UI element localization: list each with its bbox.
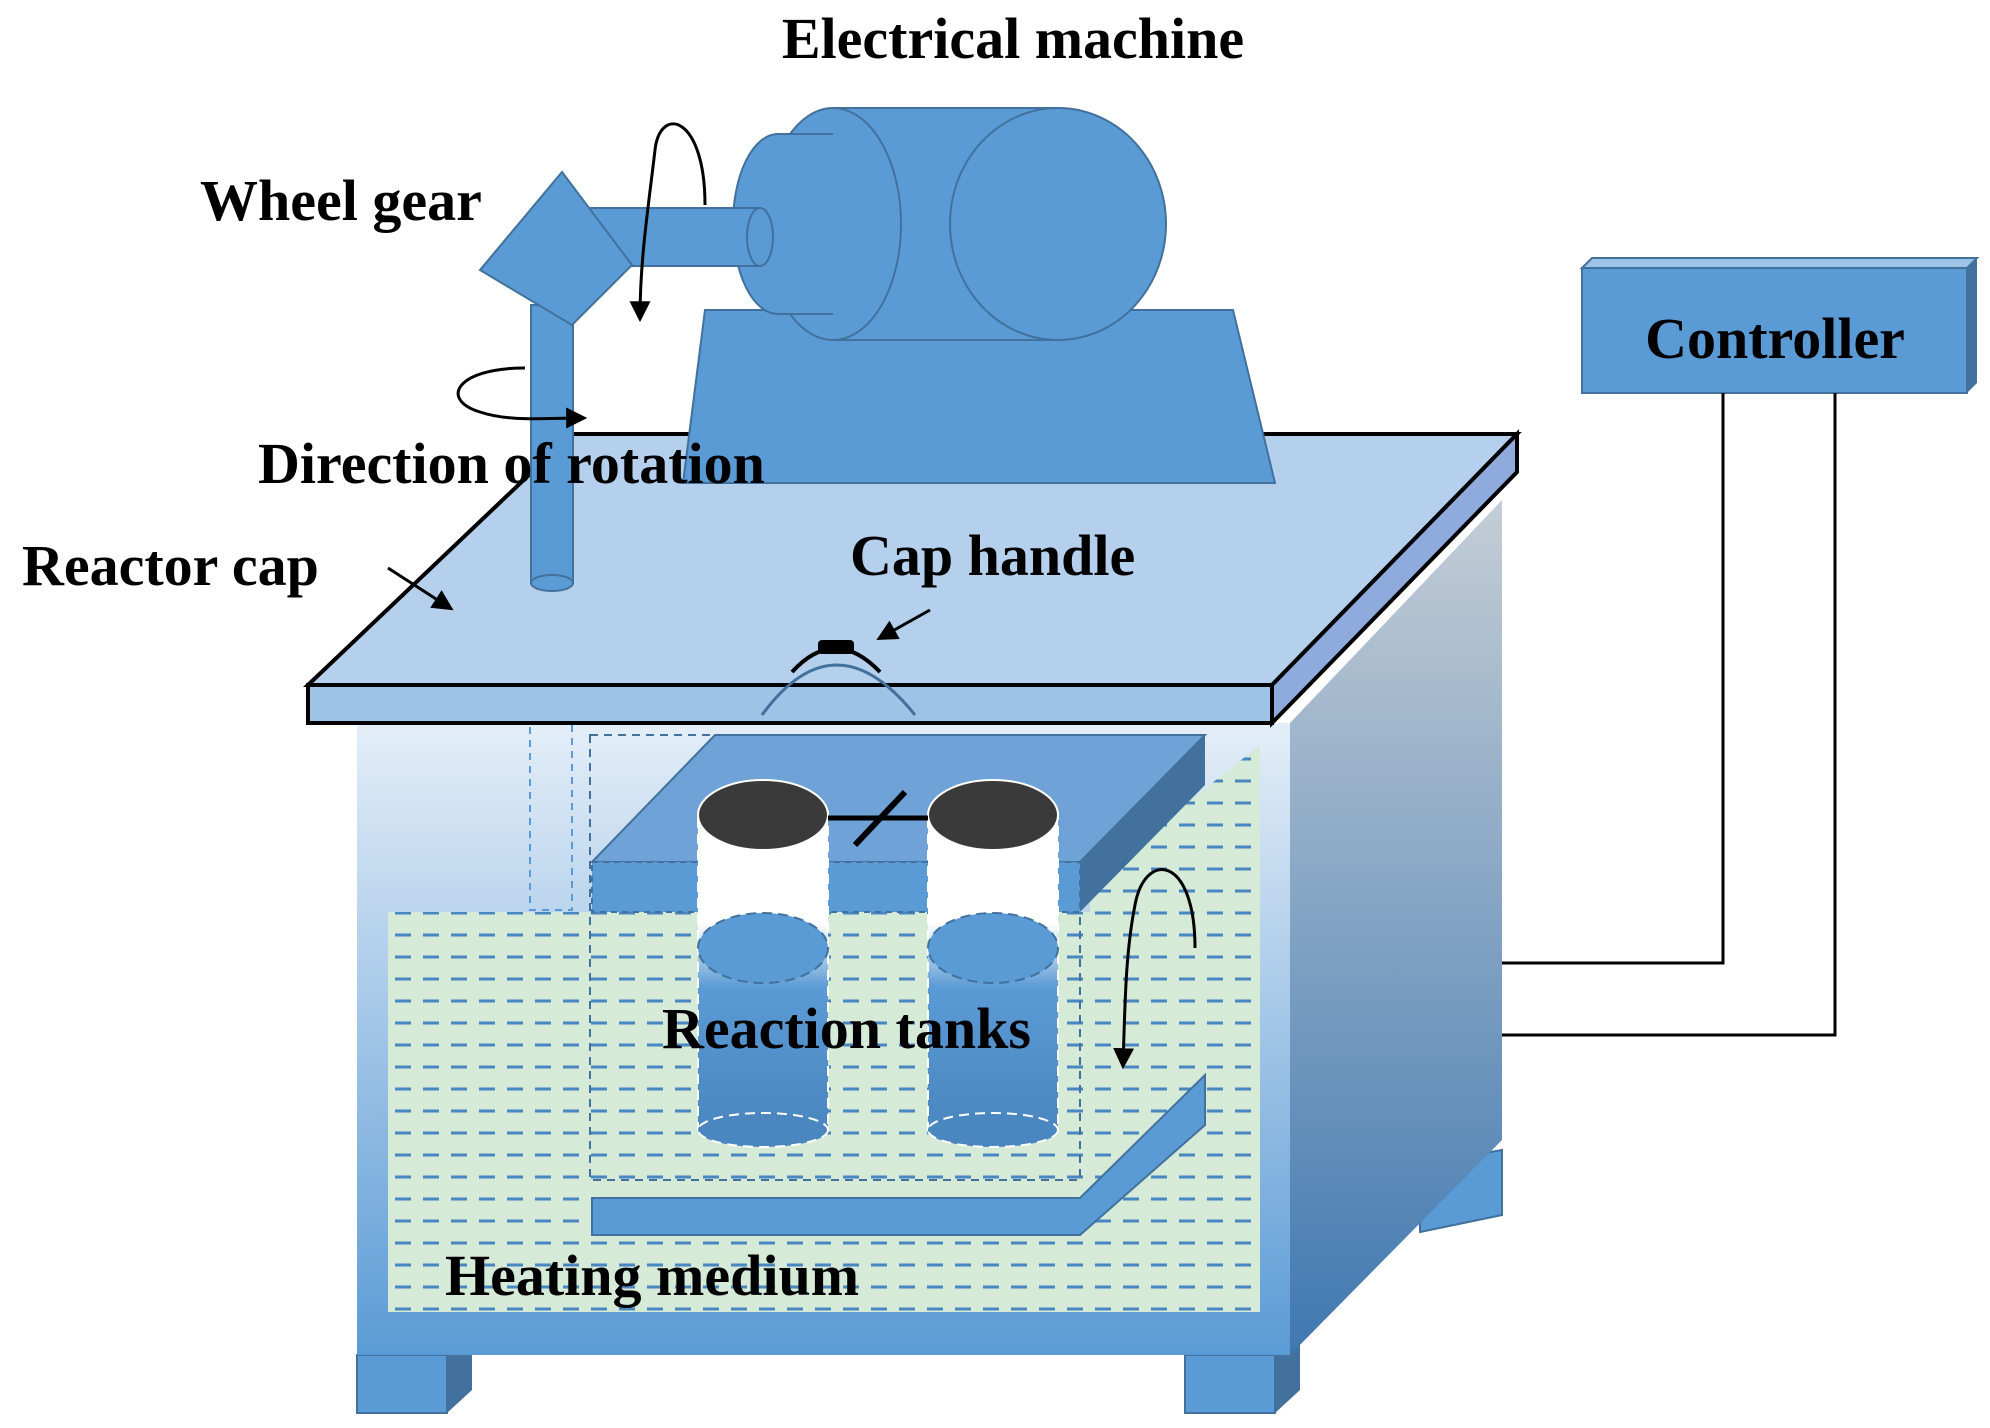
vertical-shaft bbox=[530, 304, 574, 592]
label-electrical-machine: Electrical machine bbox=[782, 6, 1244, 71]
label-heating-medium: Heating medium bbox=[445, 1243, 859, 1308]
reaction-tank-right bbox=[927, 779, 1059, 1148]
reaction-tank-left-lid bbox=[697, 779, 829, 851]
controller-wire-1 bbox=[1502, 393, 1725, 965]
heating-medium-side bbox=[1090, 745, 1260, 912]
label-wheel-gear: Wheel gear bbox=[200, 168, 482, 233]
label-reaction-tanks: Reaction tanks bbox=[662, 996, 1031, 1061]
reactor-cap-pointer bbox=[387, 566, 454, 611]
electrical-machine bbox=[589, 107, 1277, 484]
rack-bottom-plate bbox=[591, 1072, 1206, 1236]
label-reactor-cap: Reactor cap bbox=[22, 533, 319, 598]
label-cap-handle: Cap handle bbox=[850, 523, 1135, 588]
reaction-tank-left bbox=[697, 779, 829, 1148]
motor-body-end bbox=[949, 107, 1167, 341]
reactor-cap-side bbox=[1270, 429, 1519, 728]
reaction-tank-right-lid bbox=[927, 779, 1059, 851]
rack-top-plate-side bbox=[1080, 735, 1205, 912]
rack-rotation-arrow bbox=[1113, 868, 1197, 1070]
label-controller: Controller bbox=[1645, 306, 1905, 371]
reactor-cap-front bbox=[306, 683, 1274, 725]
motor-front-cap-body bbox=[778, 134, 833, 314]
controller-box bbox=[1581, 267, 1968, 394]
reactor-cap bbox=[302, 429, 1522, 728]
tank-clamp bbox=[828, 789, 928, 848]
reactor-foot-left bbox=[356, 1354, 448, 1414]
reactor-foot-right bbox=[1184, 1354, 1276, 1414]
cap-handle bbox=[760, 640, 917, 716]
label-direction-of-rotation: Direction of rotation bbox=[258, 431, 765, 496]
gear-rotation-arrow bbox=[629, 122, 707, 323]
reactor-side-face bbox=[1290, 500, 1502, 1355]
shaft-rotation-arrow bbox=[456, 366, 588, 429]
controller bbox=[1579, 257, 1980, 394]
wheel-gear bbox=[478, 170, 634, 327]
controller-wire-2 bbox=[1502, 393, 1837, 1037]
cap-handle-pointer bbox=[876, 608, 931, 641]
